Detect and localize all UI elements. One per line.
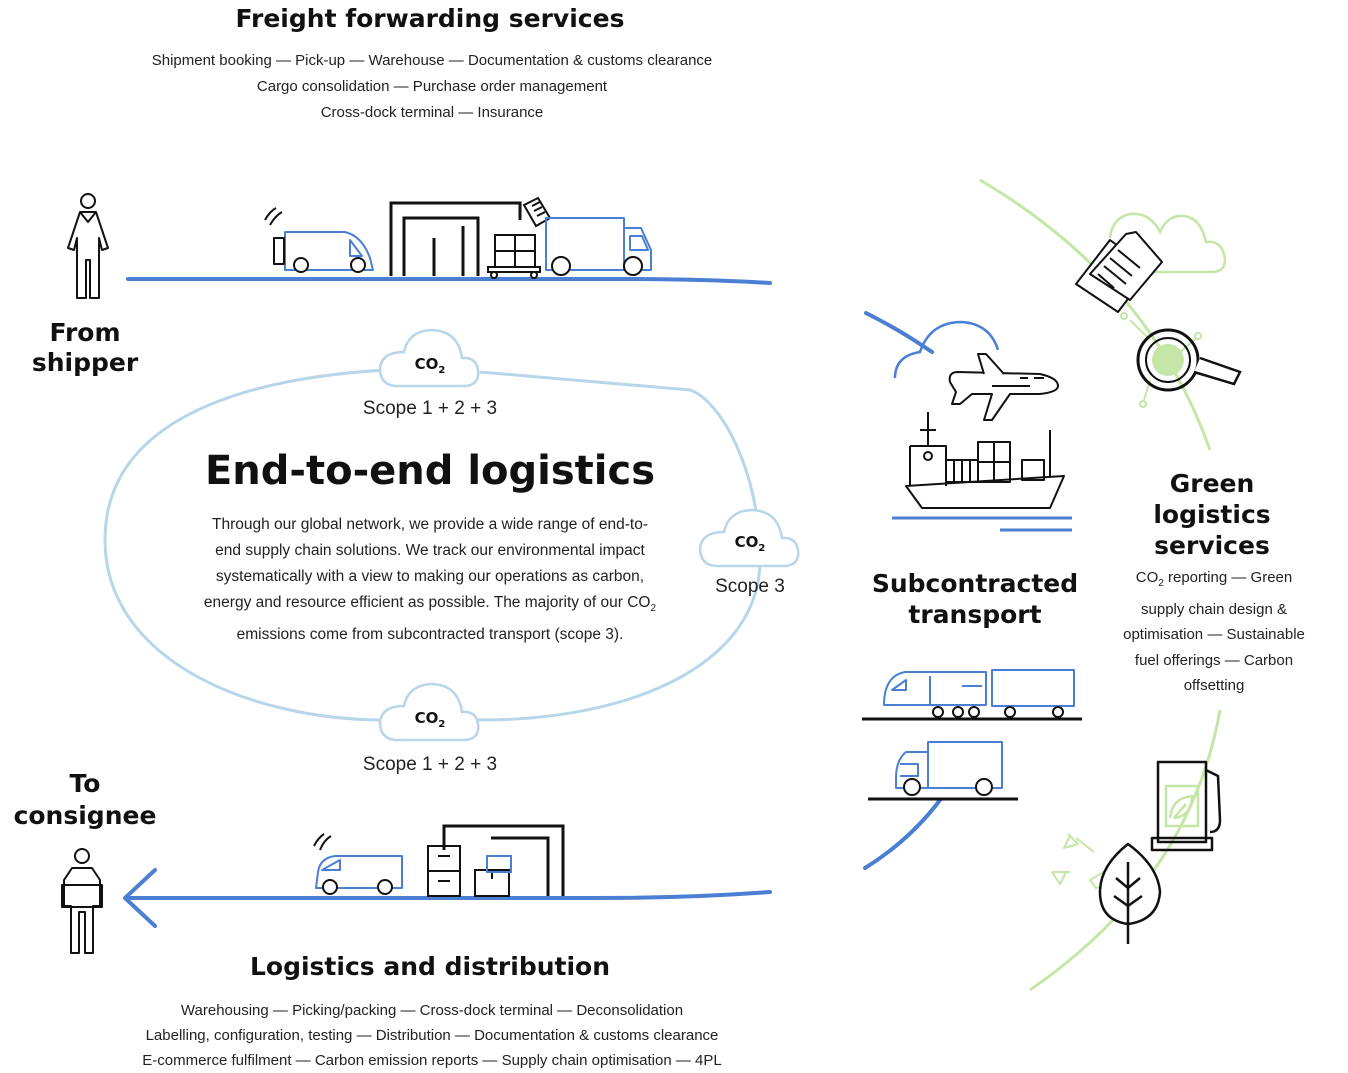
- logistics-services-list: Warehousing — Picking/packing — Cross-do…: [40, 998, 824, 1073]
- end-to-end-title: End-to-end logistics: [204, 448, 656, 494]
- description-line-1: Through our global network, we provide a…: [212, 516, 648, 533]
- freight-line-1: Shipment booking — Pick-up — Warehouse —…: [151, 52, 713, 69]
- subcontracted-arc-bottom: [863, 798, 942, 870]
- magnifier-icon: [1120, 312, 1242, 408]
- subcontracted-line-1: Subcontracted: [871, 569, 1079, 598]
- green-co2-text: CO: [1135, 569, 1159, 586]
- leaf-icon: [1098, 842, 1162, 944]
- person-icon: [67, 193, 109, 299]
- green-title-line-1: Green: [1169, 469, 1255, 498]
- subcontracted-line-2: transport: [908, 600, 1042, 629]
- freight-line-2: Cargo consolidation — Purchase order man…: [256, 78, 608, 95]
- description-line-4-text: energy and resource efficient as possibl…: [203, 594, 651, 611]
- description-line-3: systematically with a view to making our…: [215, 568, 645, 585]
- scope-bottom: Scope 1 + 2 + 3: [362, 754, 498, 775]
- from-shipper-label: From shipper: [20, 318, 150, 378]
- logistics-line-3: E-commerce fulfilment — Carbon emission …: [142, 1052, 722, 1069]
- green-services-list: CO2 reporting — Green supply chain desig…: [1098, 565, 1330, 699]
- ship-icon: [905, 412, 1065, 509]
- end-to-end-description: Through our global network, we provide a…: [140, 512, 720, 648]
- subcontracted-arc-top: [864, 311, 934, 354]
- cloud-icon-right: [698, 508, 800, 568]
- arrow-left-icon: [123, 868, 157, 928]
- co2-text: CO: [414, 709, 439, 727]
- lorry-icon: [895, 741, 1003, 796]
- green-line-2: supply chain design &: [1141, 600, 1287, 618]
- logistics-line-2: Labelling, configuration, testing — Dist…: [145, 1027, 719, 1044]
- cloud-icon-bottom: [378, 682, 480, 742]
- green-title-line-3: services: [1154, 531, 1270, 560]
- co2-label-right: CO2: [700, 533, 800, 554]
- train-icon: [883, 669, 1075, 718]
- description-co2-subscript: 2: [650, 603, 657, 615]
- sky-cloud-icon: [893, 320, 1000, 379]
- co2-subscript: 2: [758, 543, 766, 554]
- logistics-line-1: Warehousing — Picking/packing — Cross-do…: [180, 1002, 684, 1019]
- description-line-5: emissions come from subcontracted transp…: [236, 626, 624, 644]
- green-title-line-2: logistics: [1153, 500, 1271, 529]
- freight-services-list: Shipment booking — Pick-up — Warehouse —…: [50, 48, 814, 126]
- distribution-warehouse-icon: [442, 824, 565, 896]
- co2-subscript: 2: [438, 719, 446, 730]
- fuel-pump-icon: [1150, 760, 1222, 852]
- green-line-4: fuel offerings — Carbon: [1134, 651, 1294, 669]
- from-shipper-line-2: shipper: [31, 348, 139, 377]
- freight-line-3: Cross-dock terminal — Insurance: [320, 104, 544, 121]
- subcontracted-transport-title: Subcontracted transport: [860, 568, 1090, 630]
- description-line-4: energy and resource efficient as possibl…: [140, 590, 720, 622]
- van-icon: [264, 207, 374, 273]
- document-pages-icon: [1075, 231, 1163, 313]
- freight-forwarding-title: Freight forwarding services: [235, 4, 625, 33]
- green-co2-subscript: 2: [1158, 578, 1164, 589]
- pallet-icon: [487, 234, 541, 279]
- co2-text: CO: [414, 355, 439, 373]
- green-line-3: optimisation — Sustainable: [1123, 626, 1305, 643]
- to-consignee-label: To consignee: [10, 768, 160, 832]
- to-consignee-line-1: To: [69, 769, 101, 798]
- box-stack-icon: [427, 845, 512, 897]
- co2-label-top: CO2: [380, 355, 480, 376]
- green-line-1: CO2 reporting — Green: [1098, 565, 1330, 597]
- co2-subscript: 2: [438, 365, 446, 376]
- scope-right: Scope 3: [715, 576, 785, 597]
- green-line-5: offsetting: [1183, 677, 1245, 694]
- green-line-1-text: reporting — Green: [1163, 569, 1293, 586]
- co2-label-bottom: CO2: [380, 709, 480, 730]
- green-arc-top: [979, 178, 1212, 451]
- co2-text: CO: [734, 533, 759, 551]
- green-cloud-icon: [1106, 212, 1227, 274]
- green-logistics-title: Green logistics services: [1130, 468, 1294, 561]
- logistics-distribution-title: Logistics and distribution: [249, 952, 611, 981]
- green-arc-bottom: [1029, 709, 1222, 992]
- delivery-van-icon: [313, 833, 403, 895]
- description-line-2: end supply chain solutions. We track our…: [215, 542, 645, 559]
- delivery-line: [128, 890, 772, 900]
- airplane-icon: [948, 353, 1059, 421]
- truck-icon: [545, 217, 652, 276]
- scope-top: Scope 1 + 2 + 3: [362, 398, 498, 419]
- pickup-line: [126, 277, 772, 285]
- to-consignee-line-2: consignee: [13, 801, 157, 830]
- warehouse-icon: [389, 201, 522, 276]
- from-shipper-line-1: From: [49, 318, 121, 347]
- cloud-icon-top: [378, 328, 480, 388]
- person-with-box-icon: [61, 848, 103, 954]
